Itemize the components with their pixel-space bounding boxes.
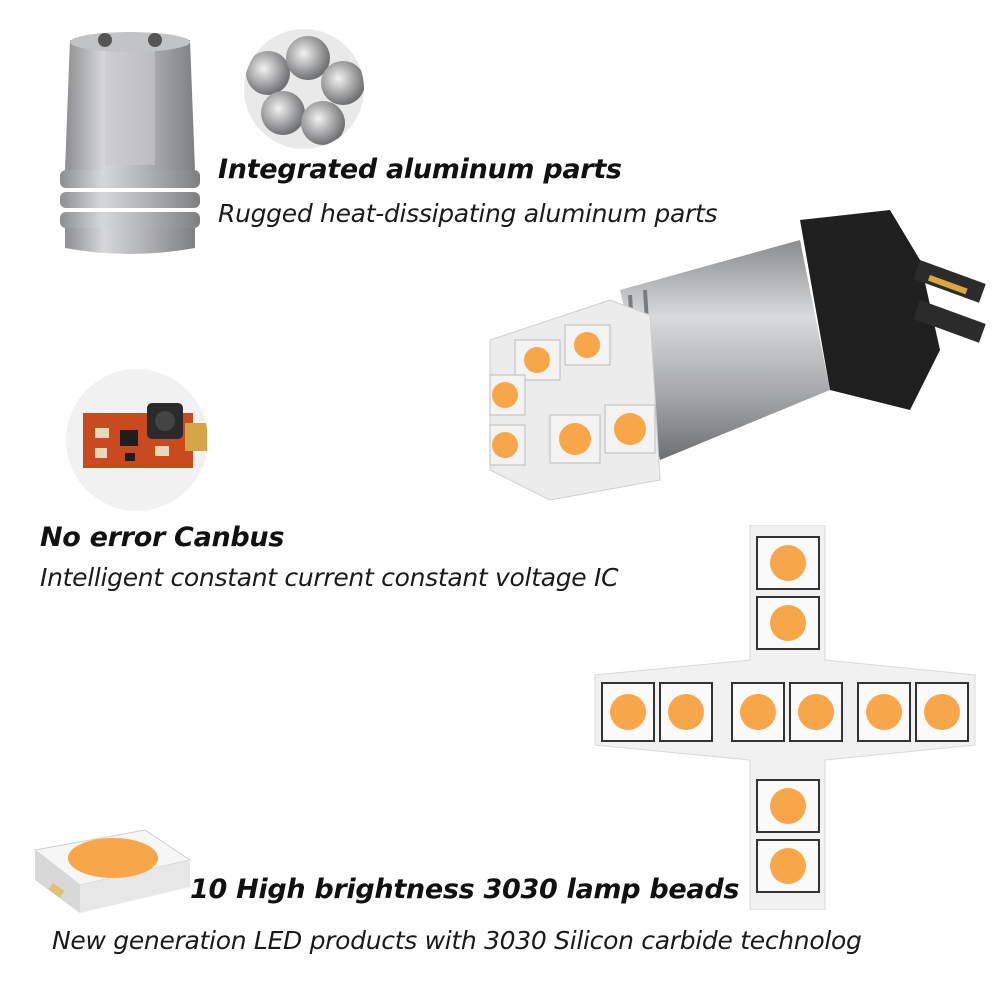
led-chip-icon bbox=[33, 829, 192, 913]
feature-desc-canbus: Intelligent constant current constant vo… bbox=[40, 563, 619, 592]
feature-title-aluminum: Integrated aluminum parts bbox=[218, 154, 622, 185]
led-cross-board-image bbox=[594, 525, 976, 910]
aluminum-part-icon bbox=[60, 32, 200, 254]
feature-title-canbus: No error Canbus bbox=[40, 522, 285, 553]
led-bulb-image bbox=[489, 210, 986, 501]
feature-desc-beads: New generation LED products with 3030 Si… bbox=[52, 926, 862, 955]
aluminum-rods-icon bbox=[244, 29, 364, 149]
feature-title-beads: 10 High brightness 3030 lamp beads bbox=[190, 874, 740, 905]
blank-panel bbox=[60, 655, 565, 780]
circuit-board-icon bbox=[66, 369, 208, 511]
feature-desc-aluminum: Rugged heat-dissipating aluminum parts bbox=[218, 199, 718, 228]
